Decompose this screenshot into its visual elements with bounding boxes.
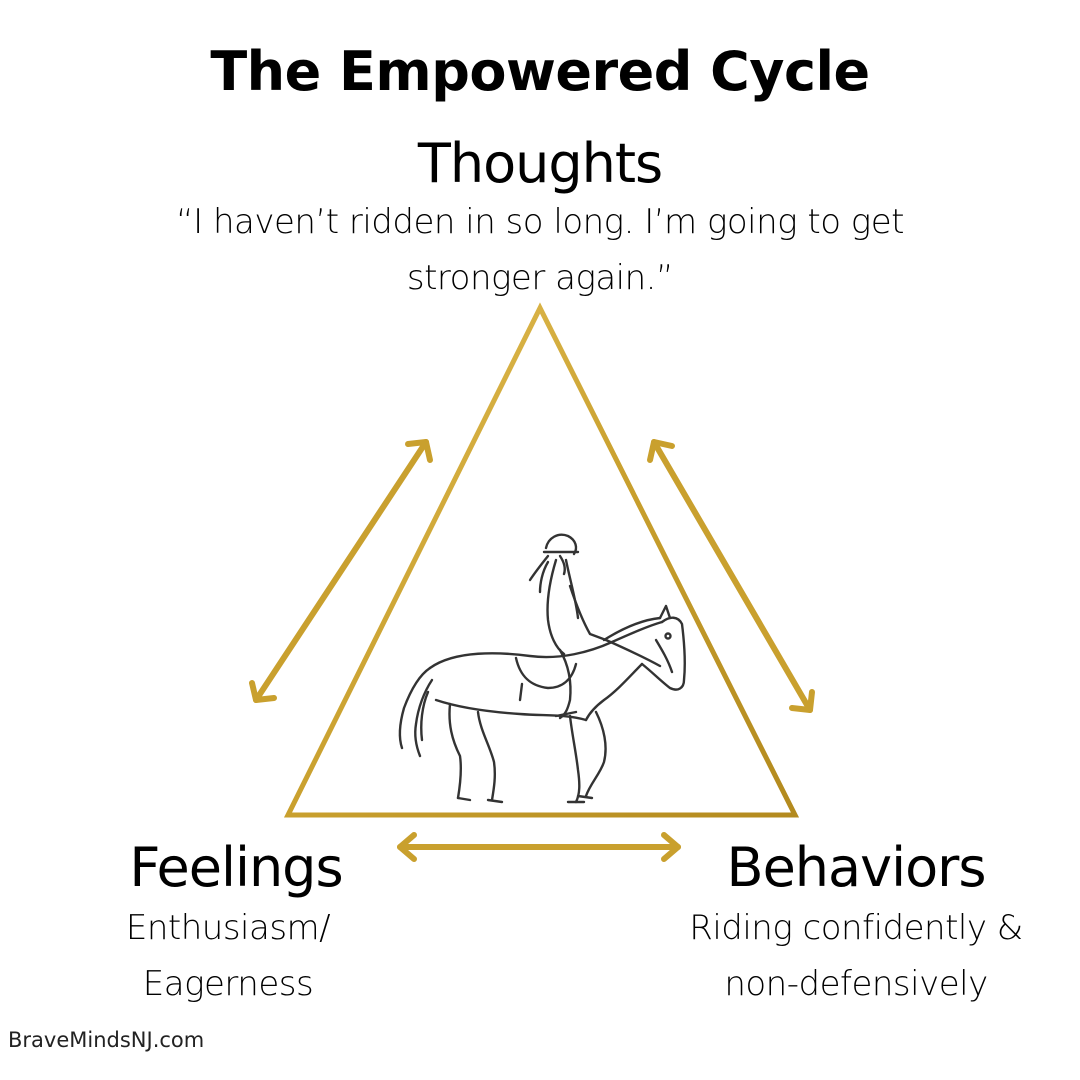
feelings-line-1: Enthusiasm/ <box>125 908 331 948</box>
arrow-thoughts-behaviors <box>647 439 815 713</box>
behaviors-label: Behaviors <box>726 836 987 899</box>
thoughts-label: Thoughts <box>417 132 663 195</box>
cycle-triangle <box>283 302 800 818</box>
arrow-thoughts-feelings <box>249 439 433 703</box>
feelings-line-2: Eagerness <box>142 964 314 1004</box>
behaviors-line-1: Riding confidently & <box>689 908 1023 948</box>
thoughts-text: “I haven’t ridden in so long. I’m going … <box>176 202 904 298</box>
arrow-feelings-behaviors <box>397 832 681 862</box>
feelings-label: Feelings <box>129 836 343 899</box>
diagram-title: The Empowered Cycle <box>210 40 870 103</box>
footer-url: BraveMindsNJ.com <box>8 1028 205 1052</box>
horse-and-rider-illustration <box>398 533 687 804</box>
behaviors-line-2: non-defensively <box>724 964 988 1004</box>
